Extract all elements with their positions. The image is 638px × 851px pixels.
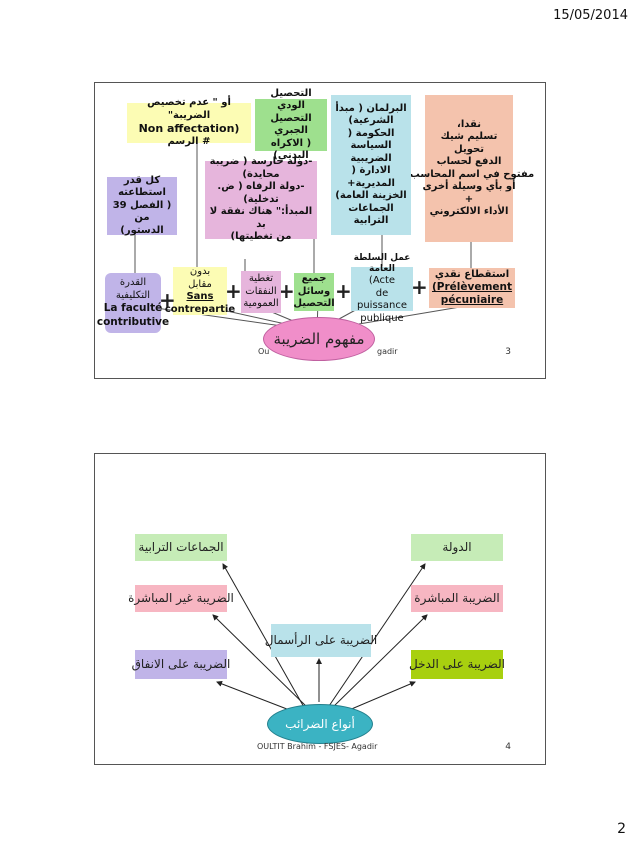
center-oval-types-of-taxes: أنواع الضرائب	[267, 704, 373, 744]
slide2-number: 4	[505, 742, 511, 752]
collection-methods-box: التحصيل الودي التحصيل الجبري ( الاكراه ا…	[255, 88, 327, 161]
public-expenses-box: تغطية النفقات العمومية	[241, 271, 281, 313]
plus-sign: +	[159, 288, 176, 312]
non-affectation-box: أو " عدم تخصيص الضريبة" Non affectation)…	[127, 97, 251, 147]
all-collection-means-box: جميع وسائل التحصيل	[293, 273, 335, 311]
page-number: 2	[617, 821, 626, 837]
center-oval-concept-of-tax: مفهوم الضريبة	[263, 317, 375, 361]
slide2-connectors	[212, 563, 428, 717]
header-date: 15/05/2014	[553, 8, 628, 23]
slide1-footer-left: Ou	[258, 347, 270, 356]
ability-to-pay-box: كل قدر استطاعته ( الفصل 39 من الدستور)	[107, 175, 177, 236]
tax-box-capital: الضريبة على الرأسمال	[265, 624, 377, 657]
slide1-number: 3	[505, 347, 511, 357]
without-counterpart-box: بدون مقابل Sans contrepartie	[164, 266, 236, 315]
plus-sign: +	[411, 275, 428, 299]
pecuniary-levy-box: استقطاع نقدي (Prélèvement pécuniaire	[429, 268, 515, 308]
plus-sign: +	[225, 279, 242, 303]
slide-concept-of-tax: نقدا، تسليم شيك تحويل الدفع لحساب مفتوح …	[94, 82, 546, 379]
public-authority-actors-box: البرلمان ( مبدأ الشرعية) الحكومة ( السيا…	[331, 95, 411, 235]
tax-box-indirect: الضريبة غير المباشرة	[128, 585, 234, 612]
slide1-footer-right: gadir	[377, 347, 398, 356]
contributive-capacity-box: القدرة التكليفية La faculté contributive	[97, 273, 169, 333]
state-role-box: -دولة حارسة ( ضريبة محايدة) -دولة الرفاه…	[205, 156, 317, 242]
slide-types-of-taxes: الجماعات الترابية الدولة الضريبة غير الم…	[94, 453, 546, 765]
plus-sign: +	[335, 279, 352, 303]
tax-box-state: الدولة	[411, 534, 503, 561]
plus-sign: +	[278, 279, 295, 303]
slide2-footer: OULTIT Brahim - FSJES- Agadir	[257, 742, 378, 751]
tax-box-income: الضريبة على الدخل	[409, 650, 505, 679]
tax-box-direct: الضريبة المباشرة	[411, 585, 503, 612]
payment-methods-box: نقدا، تسليم شيك تحويل الدفع لحساب مفتوح …	[410, 95, 534, 242]
tax-box-spending: الضريبة على الانفاق	[132, 650, 230, 679]
public-authority-act-box: عمل السلطة العامة (Acte de puissance pub…	[351, 253, 413, 324]
tax-box-local-authorities: الجماعات الترابية	[135, 534, 227, 561]
